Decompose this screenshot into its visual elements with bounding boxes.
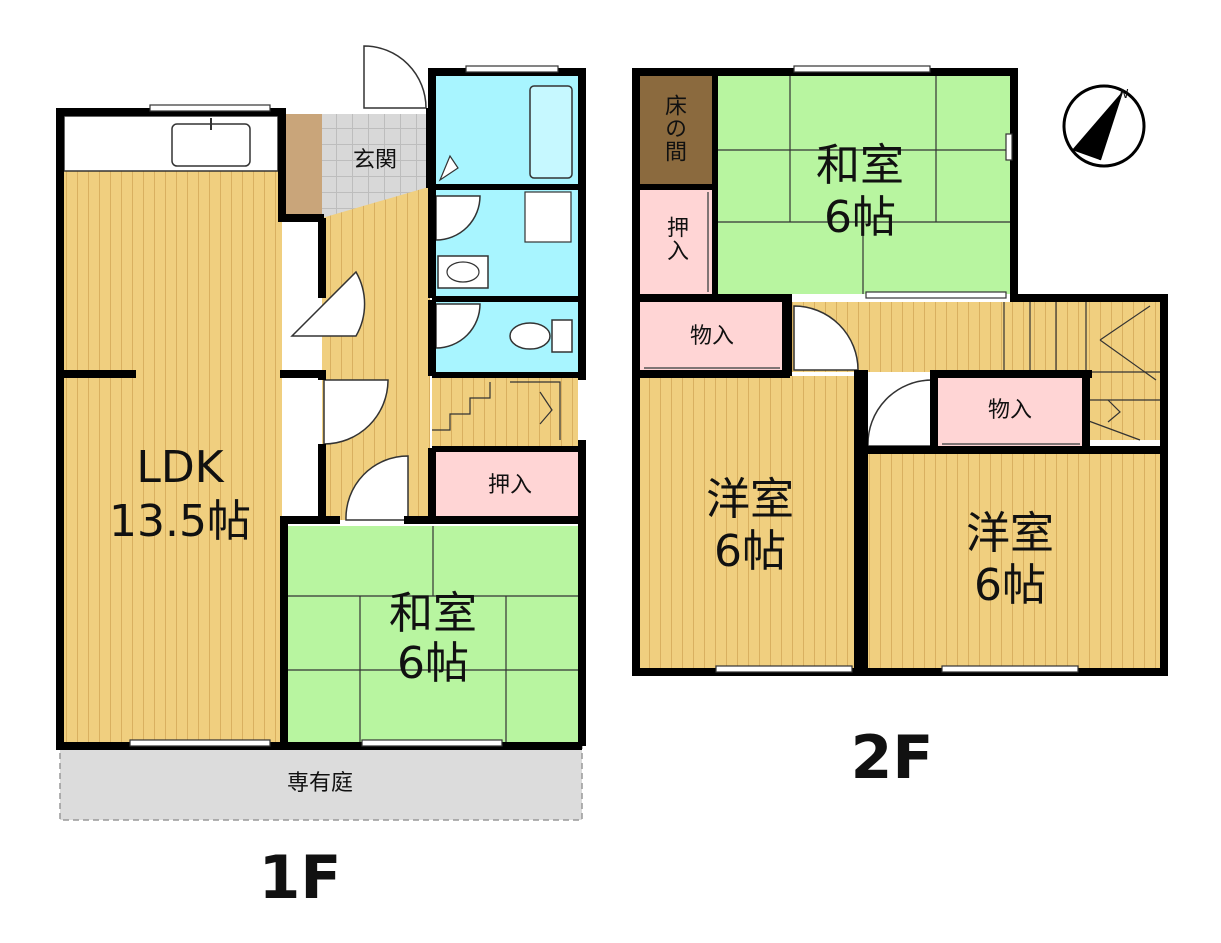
- oshiire-1f: [432, 452, 578, 520]
- kitchen-sink: [171, 123, 251, 167]
- closet-left-2f: [640, 302, 782, 370]
- oshiire-2f: [640, 188, 712, 294]
- stairs-2f: [1086, 302, 1160, 440]
- garden-label: 専有庭: [286, 771, 353, 796]
- floor-1f-label: 1F: [258, 843, 342, 913]
- washitsu-1f-size-label: 6帖: [397, 638, 469, 689]
- yoshitsu-left-size-label: 6帖: [714, 526, 786, 577]
- ldk-label: LDK: [136, 442, 224, 493]
- closet-right-2f-label: 物入: [987, 398, 1032, 423]
- compass-north-label: N: [1119, 87, 1129, 101]
- oshiire-2f-label: 押入: [663, 216, 688, 262]
- yoshitsu-right-size-label: 6帖: [974, 560, 1046, 611]
- washitsu-2f-size-label: 6帖: [824, 192, 896, 243]
- ldk-size-label: 13.5帖: [109, 496, 251, 547]
- stairs-1f: [432, 376, 578, 446]
- ldk-floor: [60, 112, 282, 744]
- washitsu-1f-label: 和室: [389, 588, 477, 639]
- yoshitsu-right-label: 洋室: [966, 508, 1054, 559]
- closet-left-2f-label: 物入: [689, 324, 734, 349]
- closet-right-2f: [938, 378, 1082, 446]
- yoshitsu-right: [866, 452, 1160, 670]
- oshiire-1f-label: 押入: [487, 473, 532, 498]
- compass-icon: [1062, 84, 1146, 168]
- tokonoma-label: 床の間: [661, 94, 686, 163]
- washitsu-2f-label: 和室: [816, 140, 904, 191]
- yoshitsu-left: [640, 376, 858, 670]
- yoshitsu-left-label: 洋室: [706, 474, 794, 525]
- tokonoma: [640, 76, 712, 184]
- floor-2f-label: 2F: [850, 723, 934, 793]
- genkan-label: 玄関: [352, 148, 397, 173]
